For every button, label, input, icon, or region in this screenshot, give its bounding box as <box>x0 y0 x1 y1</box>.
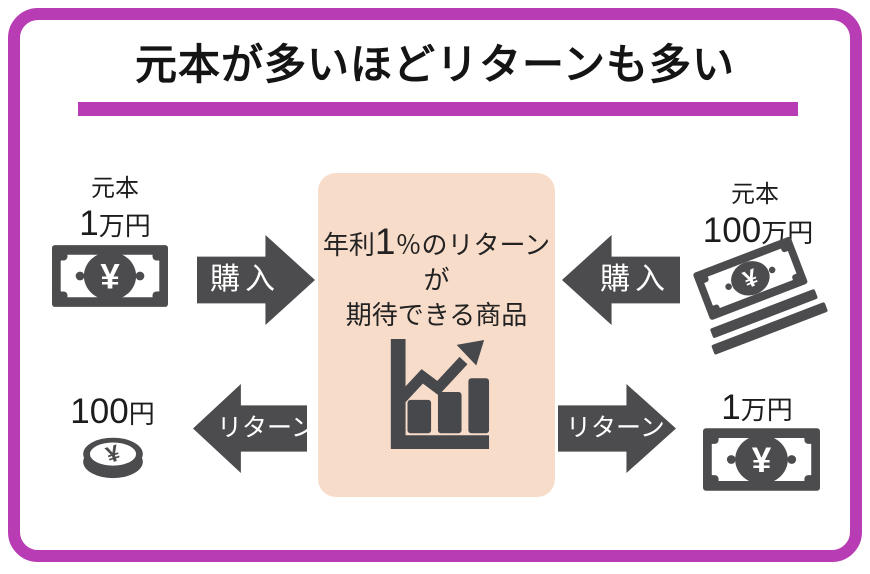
yen-banknote-stack-icon: ¥ <box>693 236 828 362</box>
principal-large-label: 元本 <box>731 181 779 208</box>
yen-banknote-icon: ¥ <box>703 428 820 491</box>
yen-symbol: ¥ <box>752 441 772 480</box>
return-arrow-left-label: リターン <box>217 414 316 442</box>
return-small-amount: 100円 <box>50 394 175 429</box>
buy-arrow-left-label: 購入 <box>210 263 280 296</box>
title-underline <box>78 102 798 116</box>
product-description: 年利1％のリターンが 期待できる商品 <box>318 223 555 333</box>
return-arrow-right-label: リターン <box>566 414 665 442</box>
product-box: 年利1％のリターンが 期待できる商品 <box>318 173 555 497</box>
product-line-1: 年利1％のリターンが <box>322 221 551 296</box>
yen-banknote-icon: ¥ <box>52 245 168 307</box>
principal-small-label: 元本 <box>91 175 139 202</box>
amount-unit: 万円 <box>98 211 151 241</box>
amount-unit: 円 <box>128 399 155 429</box>
page-title: 元本が多いほどリターンも多い <box>135 41 735 88</box>
amount-number: 1 <box>79 204 99 243</box>
rate-number: 1 <box>374 221 396 262</box>
principal-large-amount: 100万円 <box>688 213 828 248</box>
yen-symbol: ¥ <box>100 258 120 297</box>
growth-chart-icon <box>381 337 491 451</box>
amount-number: 100 <box>702 211 762 250</box>
yen-coin-icon: ¥ <box>81 430 145 480</box>
return-large-amount: 1万円 <box>692 390 822 425</box>
principal-small-amount: 1万円 <box>45 206 185 241</box>
amount-unit: 万円 <box>740 395 793 425</box>
amount-number: 100 <box>70 392 129 431</box>
amount-number: 1 <box>721 388 741 427</box>
product-line-2: 期待できる商品 <box>345 300 528 331</box>
buy-arrow-right-label: 購入 <box>600 263 670 296</box>
